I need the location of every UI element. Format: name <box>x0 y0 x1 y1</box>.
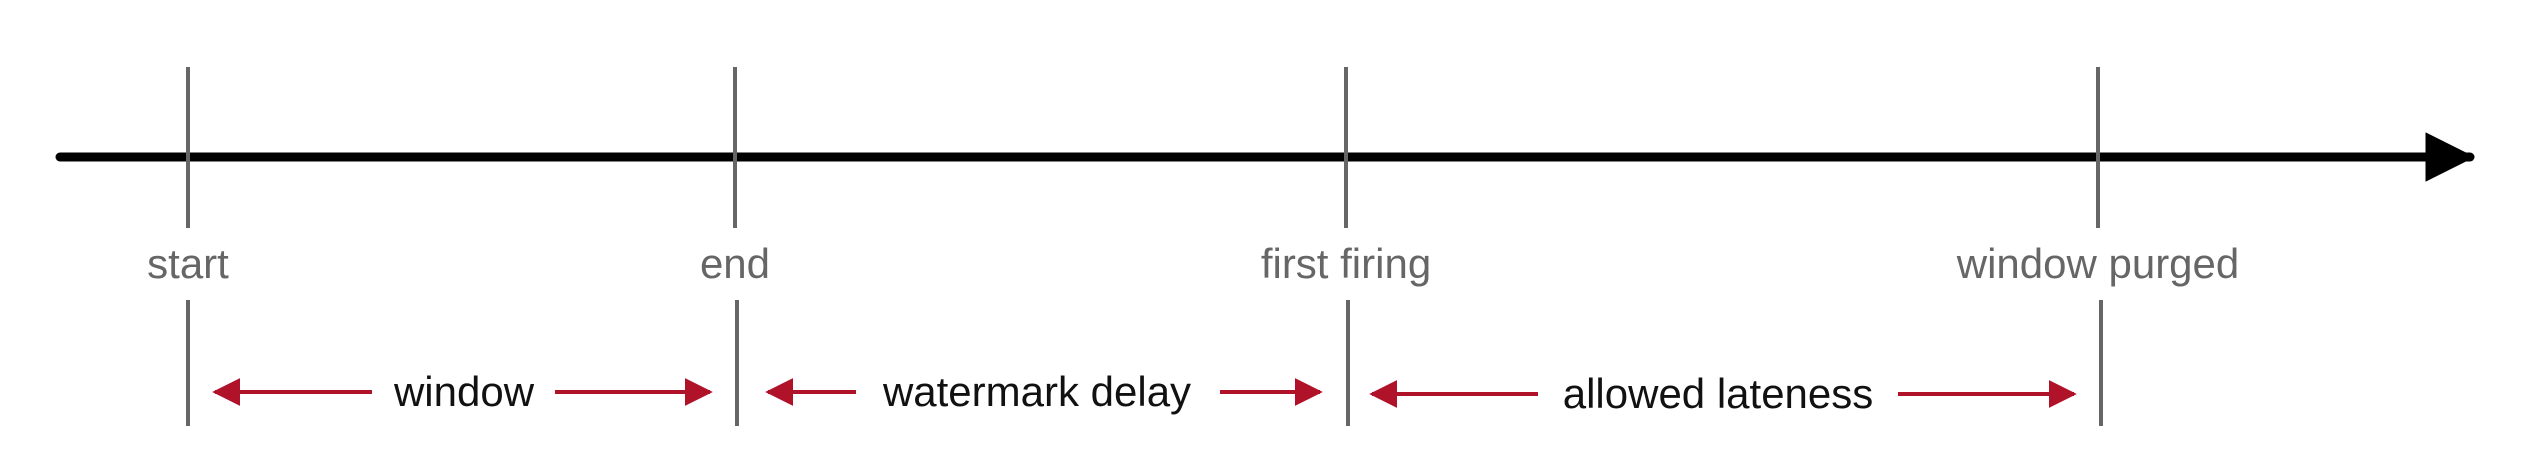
window-purged-marker-label: window purged <box>1956 240 2240 287</box>
start-marker-label: start <box>147 240 229 287</box>
end-marker-label: end <box>700 240 770 287</box>
first-firing-marker-label: first firing <box>1261 240 1431 287</box>
allowed-lateness-label: allowed lateness <box>1563 370 1874 417</box>
watermark-delay-label: watermark delay <box>882 368 1191 415</box>
window-interval-label: window <box>393 368 535 415</box>
